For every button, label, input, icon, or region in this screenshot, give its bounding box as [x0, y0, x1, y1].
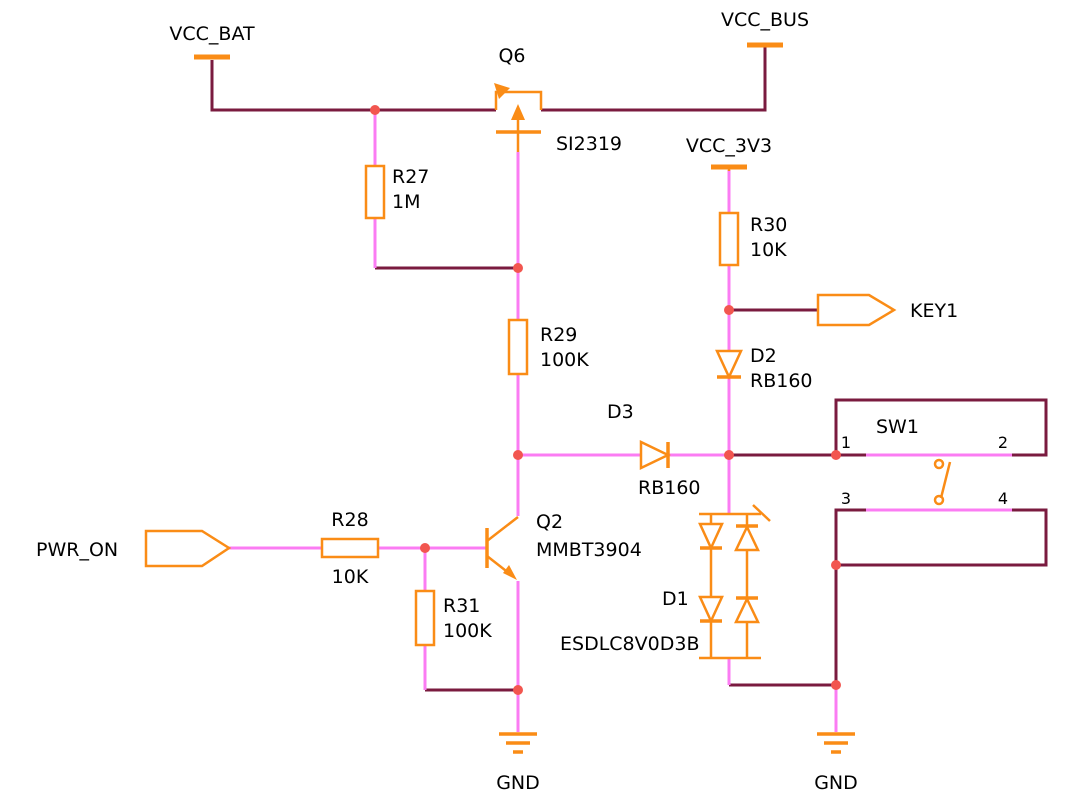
ref-r27: R27	[392, 166, 429, 188]
wire-vccbat-rail	[210, 60, 496, 112]
emitter-arrow-icon	[503, 565, 517, 580]
resistor-body	[507, 318, 529, 376]
resistor-body	[718, 211, 740, 267]
pin-number-2: 2	[998, 433, 1008, 452]
diode-triangle	[698, 595, 724, 625]
net-label-gnd-right: GND	[814, 772, 858, 794]
diode-triangle	[715, 349, 743, 380]
junction-dot	[831, 680, 841, 690]
ref-r29: R29	[540, 324, 577, 346]
wire-vccbus-rail	[541, 47, 767, 112]
pin-number-4: 4	[998, 489, 1008, 508]
value-r28: 10K	[332, 566, 369, 588]
switch-contact-icon	[933, 458, 945, 470]
output-port-icon	[816, 293, 897, 327]
junction-dot	[420, 543, 430, 553]
value-r30: 10K	[750, 239, 787, 261]
value-q2: MMBT3904	[536, 539, 642, 561]
resistor-body	[320, 537, 380, 559]
net-label-vcc-bus: VCC_BUS	[721, 9, 809, 31]
port-label-pwr-on: PWR_ON	[36, 539, 118, 561]
net-label-vcc-3v3: VCC_3V3	[686, 135, 772, 157]
ref-r28: R28	[331, 509, 368, 531]
value-d1: ESDLC8V0D3B	[560, 633, 699, 655]
port-key1: KEY1	[816, 293, 958, 327]
junction-dots	[370, 105, 841, 695]
ground-left: GND	[496, 732, 540, 794]
junction-dot	[513, 263, 523, 273]
resistor-body	[414, 589, 436, 647]
mosfet-q6: Q6 SI2319	[494, 45, 622, 155]
switch-sw1: SW1 1 2 3 4	[841, 416, 1008, 508]
ref-d2: D2	[750, 345, 777, 367]
ref-r30: R30	[750, 214, 787, 236]
wire-sw1-pin3-down	[834, 508, 866, 685]
pin-number-3: 3	[841, 489, 851, 508]
net-wires-dark	[210, 47, 1048, 692]
ref-d3: D3	[607, 401, 634, 423]
junction-dot	[513, 685, 523, 695]
resistor-r30: R30 10K	[718, 211, 787, 267]
power-flag-vcc-bat: VCC_BAT	[169, 23, 255, 60]
junction-dot	[724, 305, 734, 315]
value-q6: SI2319	[556, 133, 622, 155]
junction-dot	[831, 560, 841, 570]
resistor-r28: R28 10K	[320, 509, 380, 588]
mosfet-bridge	[494, 90, 543, 110]
value-r29: 100K	[540, 349, 589, 371]
value-d2: RB160	[750, 370, 813, 392]
junction-dot	[831, 450, 841, 460]
power-flag-vcc-bus: VCC_BUS	[721, 9, 809, 48]
net-label-gnd-left: GND	[496, 772, 540, 794]
mosfet-p-arrow-icon	[494, 83, 510, 99]
net-label-vcc-bat: VCC_BAT	[169, 23, 255, 45]
value-r31: 100K	[443, 620, 492, 642]
transistor-q2: Q2 MMBT3904	[485, 511, 642, 580]
value-r27: 1M	[392, 191, 420, 213]
resistor-body	[364, 164, 386, 220]
port-label-key1: KEY1	[910, 300, 958, 322]
resistor-r31: R31 100K	[414, 589, 492, 647]
wire-sw1-bottom-loop	[836, 508, 1048, 567]
ref-q2: Q2	[536, 511, 563, 533]
mosfet-arrowhead-icon	[511, 104, 525, 120]
junction-dot	[370, 105, 380, 115]
resistor-r29: R29 100K	[507, 318, 589, 376]
esd-array-d1: D1 ESDLC8V0D3B	[560, 504, 771, 660]
input-port-icon	[144, 529, 232, 568]
diode-triangle	[639, 440, 671, 470]
ref-r31: R31	[443, 595, 480, 617]
power-flag-vcc-3v3: VCC_3V3	[686, 135, 772, 171]
port-pwr-on: PWR_ON	[36, 529, 232, 568]
ref-sw1: SW1	[876, 416, 919, 438]
wire-sw1-top-loop	[834, 398, 1048, 457]
resistor-r27: R27 1M	[364, 164, 429, 220]
ref-q6: Q6	[498, 45, 525, 67]
diode-triangle	[698, 522, 724, 552]
value-d3: RB160	[638, 477, 701, 499]
ref-d1: D1	[662, 588, 689, 610]
transistor-collector	[486, 516, 519, 542]
diode-d3: D3 RB160	[607, 401, 701, 499]
junction-dot	[513, 450, 523, 460]
switch-lever-icon	[939, 461, 952, 499]
zener-slash-icon	[752, 504, 771, 522]
pin-number-1: 1	[841, 433, 851, 452]
net-wires-signal	[229, 110, 1012, 732]
diode-d2: D2 RB160	[715, 345, 813, 392]
ground-right: GND	[814, 732, 858, 794]
junction-dot	[724, 450, 734, 460]
